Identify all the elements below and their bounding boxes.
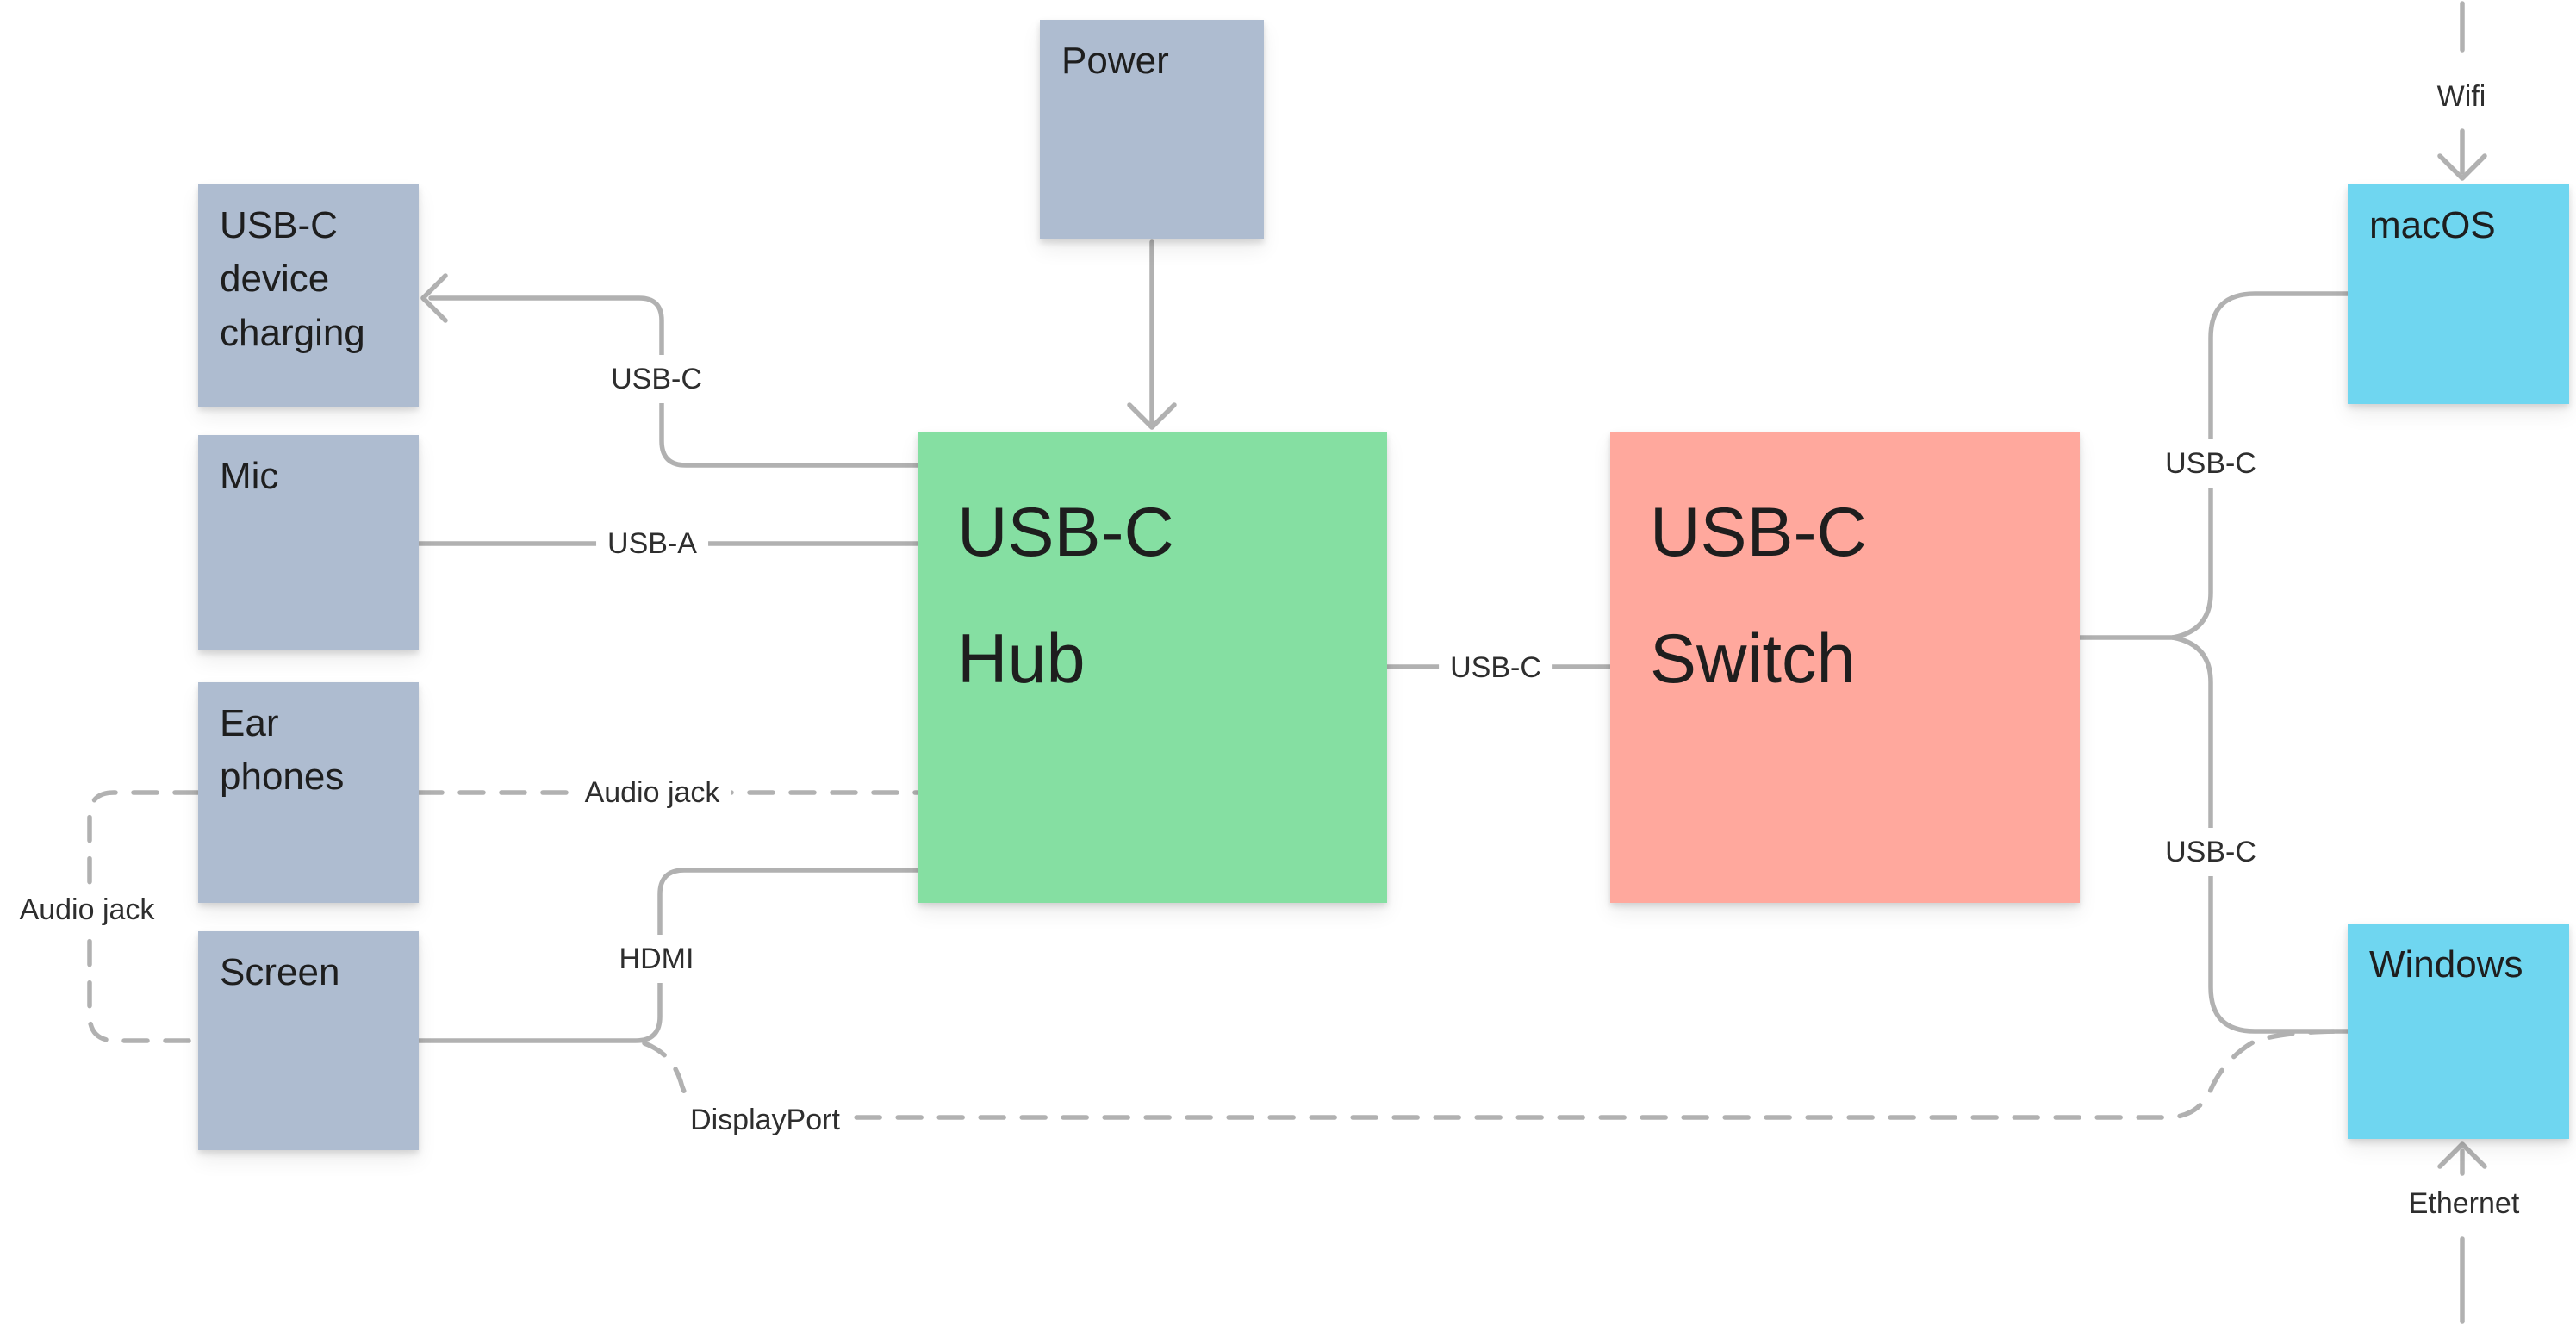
- label-audio-jack-left: Audio jack: [8, 886, 166, 934]
- node-power[interactable]: Power: [1040, 20, 1264, 239]
- node-windows[interactable]: Windows: [2348, 924, 2569, 1139]
- label-usba: USB-A: [596, 519, 708, 568]
- label-hdmi: HDMI: [607, 935, 706, 983]
- node-screen[interactable]: Screen: [198, 931, 419, 1150]
- node-usbc-switch[interactable]: USB-C Switch: [1610, 432, 2080, 903]
- node-macos-label: macOS: [2369, 204, 2496, 246]
- node-usbc-device-charging[interactable]: USB-C device charging: [198, 184, 419, 407]
- label-ethernet: Ethernet: [2397, 1179, 2531, 1228]
- edge-switch-to-windows: [2170, 635, 2350, 1034]
- label-usbc-hub-switch: USB-C: [1439, 644, 1552, 692]
- node-windows-label: Windows: [2369, 943, 2523, 986]
- node-usbc-hub[interactable]: USB-C Hub: [918, 432, 1387, 903]
- label-usbc-charging: USB-C: [600, 355, 713, 403]
- node-screen-label: Screen: [220, 951, 340, 993]
- node-power-label: Power: [1061, 40, 1169, 82]
- node-ear-phones-label: Ear phones: [220, 702, 345, 799]
- edge-screen-to-windows-displayport: [642, 1029, 2350, 1120]
- edge-switch-to-macos: [2170, 291, 2350, 640]
- charging-arrowhead: [420, 273, 448, 323]
- node-usbc-hub-label: USB-C Hub: [957, 494, 1175, 699]
- label-displayport: DisplayPort: [679, 1096, 851, 1144]
- node-macos[interactable]: macOS: [2348, 184, 2569, 404]
- label-usbc-switch-windows: USB-C: [2154, 828, 2268, 876]
- label-wifi: Wifi: [2425, 72, 2498, 121]
- node-mic[interactable]: Mic: [198, 435, 419, 650]
- power-arrowhead: [1127, 402, 1177, 430]
- node-usbc-device-charging-label: USB-C device charging: [220, 204, 365, 354]
- label-usbc-switch-macos: USB-C: [2154, 439, 2268, 488]
- wifi-arrowhead: [2437, 153, 2487, 181]
- label-audio-jack-hub: Audio jack: [573, 768, 731, 817]
- node-usbc-switch-label: USB-C Switch: [1650, 494, 1868, 699]
- ethernet-arrowhead: [2437, 1141, 2487, 1169]
- node-ear-phones[interactable]: Ear phones: [198, 682, 419, 903]
- node-mic-label: Mic: [220, 455, 279, 497]
